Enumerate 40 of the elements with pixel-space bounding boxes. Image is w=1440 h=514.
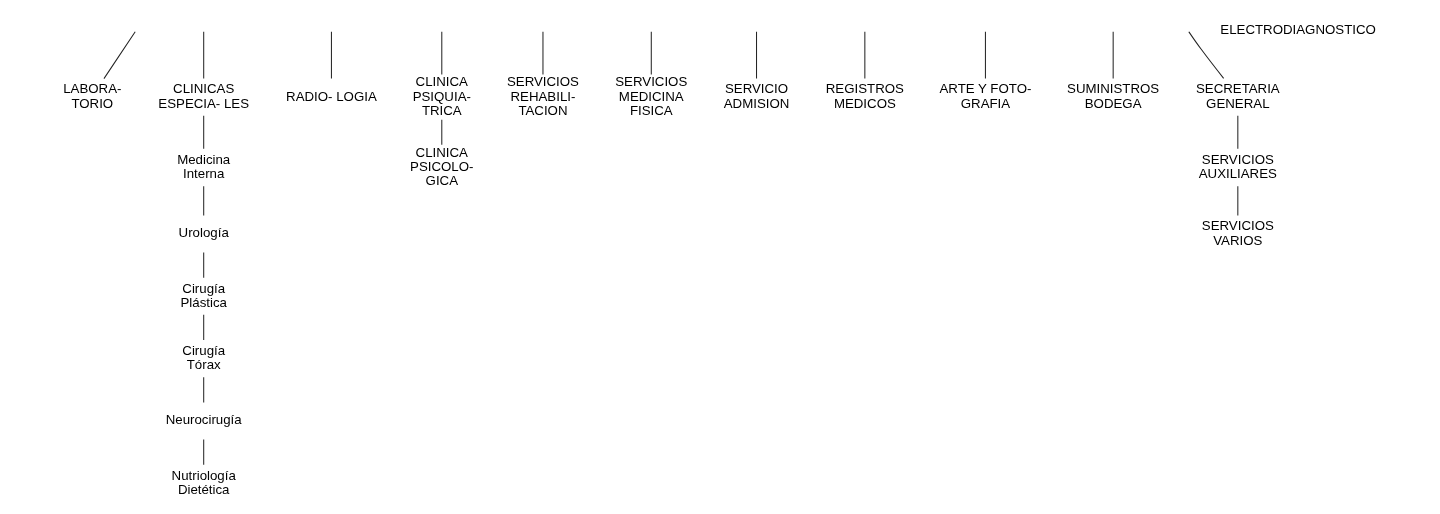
connector <box>756 31 758 80</box>
node-text: Medicina Interna <box>177 151 231 182</box>
connector <box>1237 115 1239 150</box>
connector <box>203 314 205 341</box>
node-text: LABORA- TORIO <box>63 81 122 111</box>
connector <box>864 31 866 80</box>
node-text: SERVICIOS AUXILIARES <box>1198 151 1277 182</box>
connector <box>203 376 205 403</box>
connector <box>984 31 986 80</box>
node-text: SERVICIOS REHABILI- TACION <box>506 74 579 118</box>
connector <box>650 31 652 75</box>
node-text: RADIO- LOGIA <box>286 88 377 104</box>
connector <box>203 438 205 466</box>
connector <box>1188 31 1225 79</box>
connector <box>203 31 205 80</box>
connector <box>203 115 205 150</box>
node-text: SERVICIO ADMISION <box>723 81 790 111</box>
node-text: SUMINISTROS BODEGA <box>1067 81 1160 111</box>
node-text: CLINICA PSIQUIA- TRICA <box>412 74 471 118</box>
node-text: SECRETARIA GENERAL <box>1195 81 1280 111</box>
node-text: REGISTROS MEDICOS <box>825 81 904 111</box>
connector <box>203 251 205 279</box>
node-text: ARTE Y FOTO- GRAFIA <box>939 81 1032 111</box>
node-text: SERVICIOS MEDICINA FISICA <box>615 74 688 118</box>
connector <box>330 31 332 80</box>
node-text: Cirugía Tórax <box>182 343 226 373</box>
connector <box>441 31 443 75</box>
connector <box>1237 185 1239 216</box>
connector <box>441 119 443 146</box>
connector <box>1112 31 1114 80</box>
connector <box>103 31 136 80</box>
node-text: Nutriología Dietética <box>171 467 236 497</box>
connector <box>203 185 205 216</box>
node-text: ELECTRODIAGNOSTICO <box>1220 22 1376 38</box>
node-text: Cirugía Plástica <box>180 280 227 310</box>
node-text: SERVICIOS VARIOS <box>1201 218 1274 248</box>
node-text: CLINICA PSICOLO- GICA <box>410 144 474 189</box>
node-text: CLINICAS ESPECIA- LES <box>158 81 250 111</box>
node-text: Neurocirugía <box>165 412 242 428</box>
node-text: Urología <box>178 225 229 241</box>
